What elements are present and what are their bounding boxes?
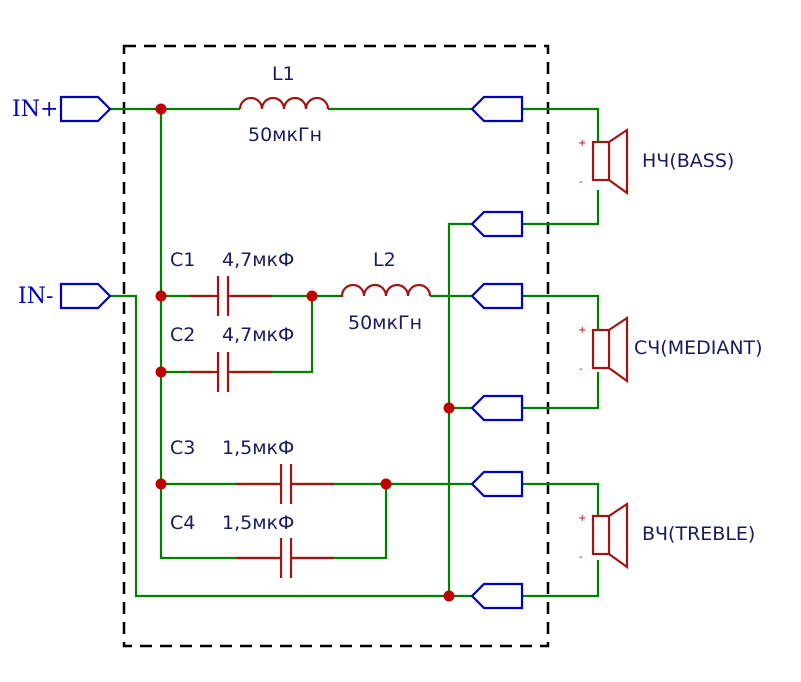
l2-value: 50мкГн	[348, 312, 422, 334]
inductor-l2-icon	[340, 283, 432, 298]
c1-name: C1	[170, 249, 195, 271]
out-port-mediant-plus-icon	[470, 282, 524, 310]
c4-name: C4	[170, 512, 195, 534]
bass-plus-mark: +	[578, 138, 586, 149]
treble-minus-mark: -	[579, 552, 583, 563]
capacitor-c1-icon	[190, 276, 272, 316]
bass-minus-mark: -	[579, 177, 583, 188]
out-port-bass-minus-icon	[470, 210, 524, 238]
mediant-plus-mark: +	[578, 325, 586, 336]
in-plus-port-icon	[59, 95, 112, 123]
l2-name: L2	[373, 249, 396, 271]
speaker-mediant-label: СЧ(MEDIANT)	[634, 337, 763, 359]
out-port-treble-minus-icon	[470, 582, 524, 610]
inductor-l1-icon	[238, 96, 330, 110]
enclosure-box	[122, 44, 550, 648]
output-ports	[470, 95, 524, 610]
out-port-mediant-minus-icon	[470, 394, 524, 422]
l1-value: 50мкГн	[248, 124, 322, 146]
speaker-mediant-icon	[591, 315, 629, 384]
in-minus-label: IN-	[18, 284, 53, 309]
c3-name: C3	[170, 437, 195, 459]
speaker-treble-label: ВЧ(TREBLE)	[642, 523, 755, 545]
treble-plus-mark: +	[578, 513, 586, 524]
c2-value: 4,7мкФ	[222, 324, 294, 346]
mediant-minus-mark: -	[579, 364, 583, 375]
speaker-bass-icon	[591, 127, 629, 196]
in-minus-port-icon	[59, 282, 112, 310]
c4-value: 1,5мкФ	[222, 512, 294, 534]
capacitor-c2-icon	[190, 352, 272, 392]
speaker-treble-icon	[591, 501, 629, 570]
c3-value: 1,5мкФ	[222, 437, 294, 459]
out-port-treble-plus-icon	[470, 470, 524, 498]
in-plus-label: IN+	[12, 97, 58, 122]
capacitor-c4-icon	[236, 538, 334, 578]
l1-name: L1	[272, 63, 295, 85]
c1-value: 4,7мкФ	[222, 249, 294, 271]
c2-name: C2	[170, 324, 195, 346]
junctions	[155, 103, 455, 602]
out-port-bass-plus-icon	[470, 95, 524, 123]
speaker-bass-label: НЧ(BASS)	[642, 150, 734, 172]
capacitor-c3-icon	[236, 464, 334, 504]
